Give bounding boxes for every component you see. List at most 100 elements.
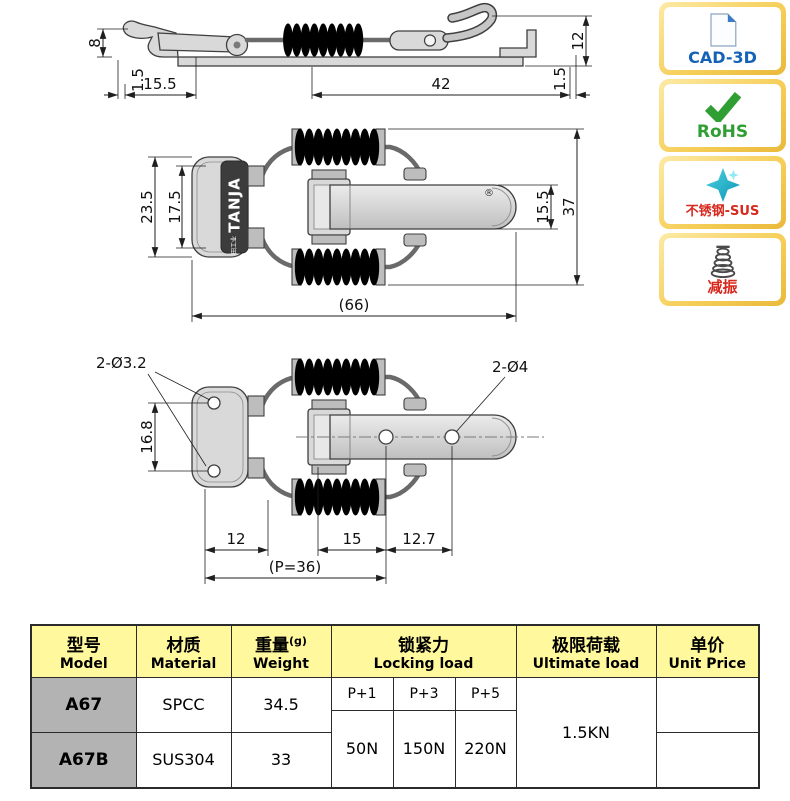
base-plate-inner-edge xyxy=(196,391,244,483)
dim-label-12v: 12 xyxy=(569,31,587,50)
dim-label-pitch: (P=36) xyxy=(269,558,321,576)
latch-side-view: 8 1.5 15.5 42 1.5 12 xyxy=(86,2,592,99)
th-locking-load: 锁紧力 Locking load xyxy=(330,624,517,678)
th-model: 型号 Model xyxy=(30,624,137,678)
badge-cad-3d: CAD-3D xyxy=(659,2,786,75)
cell-material-a67: SPCC xyxy=(135,676,232,733)
th-price-en: Unit Price xyxy=(668,655,746,672)
stainless-star-icon xyxy=(705,167,740,203)
cell-price-a67b xyxy=(655,731,760,789)
badge-label-rohs: RoHS xyxy=(696,122,749,142)
badge-rohs: RoHS xyxy=(659,79,786,152)
lever-body xyxy=(329,184,517,230)
link-eye xyxy=(423,34,437,47)
th-weight-cn: 重量(g) xyxy=(255,634,307,656)
dim-label-right-1-5: 1.5 xyxy=(551,67,569,91)
cell-price-a67 xyxy=(655,676,760,733)
latch-hole-view: 2-Ø3.2 2-Ø4 16.8 12 15 12.7 (P=36) xyxy=(96,354,544,584)
dim-label-12: 12 xyxy=(226,530,245,548)
th-ultimate-load: 极限荷载 Ultimate load xyxy=(515,624,657,678)
th-locking-cn: 锁紧力 xyxy=(398,635,449,656)
th-unit-price: 单价 Unit Price xyxy=(655,624,760,678)
rod-joint-bottom xyxy=(403,233,427,247)
lever-clip-top xyxy=(311,399,347,410)
badge-stainless-sus: 不锈钢-SUS xyxy=(659,156,786,229)
registered-mark: ® xyxy=(484,188,494,199)
dim-label-66: (66) xyxy=(339,296,370,314)
cell-material-a67b: SUS304 xyxy=(135,731,232,789)
th-material-cn: 材质 xyxy=(166,635,201,656)
dim-label-16-8: 16.8 xyxy=(138,420,156,453)
lever-clip-bottom xyxy=(311,234,347,245)
brand-strip xyxy=(220,160,249,254)
mount-bracket xyxy=(499,29,537,58)
cell-locking-value-p5: 220N xyxy=(454,709,517,789)
lever-cap-arc xyxy=(491,187,512,227)
dim-label-23-5: 23.5 xyxy=(138,190,156,223)
base-plate-edge xyxy=(177,56,524,67)
dim-label-12-7: 12.7 xyxy=(402,530,435,548)
brand-logo-text: TANJA xyxy=(226,177,244,232)
spring-coil-bottom xyxy=(294,478,380,516)
th-weight: 重量(g) Weight xyxy=(230,624,332,678)
cell-model-a67: A67 xyxy=(30,676,137,733)
lever-arm xyxy=(157,32,236,53)
hole-callout-right: 2-Ø4 xyxy=(492,358,528,376)
badge-stainless-inner: 不锈钢-SUS xyxy=(664,161,781,224)
rohs-check-icon xyxy=(704,91,741,122)
th-weight-en: Weight xyxy=(253,655,309,672)
badge-cad-3d-inner: CAD-3D xyxy=(664,7,781,70)
cell-model-a67b: A67B xyxy=(30,731,137,789)
pivot-pin xyxy=(233,41,241,49)
dim-label-8: 8 xyxy=(86,38,104,48)
latch-plan-view: TANJA 田工业 ® 23.5 17. xyxy=(138,128,584,322)
hinge-knuckle-top xyxy=(247,165,265,187)
cell-locking-sub-p1: P+1 xyxy=(330,676,394,711)
dim-label-15-5v: 15.5 xyxy=(534,190,552,223)
hole-callout-left: 2-Ø3.2 xyxy=(96,354,147,372)
dim-label-37: 37 xyxy=(560,197,578,216)
mount-hole-bottom xyxy=(207,464,221,478)
cell-weight-a67: 34.5 xyxy=(230,676,332,733)
damping-spring-icon xyxy=(710,245,735,278)
brand-sub-text: 田工业 xyxy=(230,236,238,254)
spring-coil-bottom xyxy=(294,248,380,286)
lever-clip-bottom xyxy=(311,464,347,475)
th-weight-unit: (g) xyxy=(289,634,307,648)
th-model-cn: 型号 xyxy=(66,635,101,656)
rod-joint-bottom xyxy=(403,463,427,477)
badge-label-stainless: 不锈钢-SUS xyxy=(685,204,760,219)
spring-coil-top xyxy=(294,358,380,396)
th-material-en: Material xyxy=(150,655,217,672)
cell-locking-sub-p3: P+3 xyxy=(392,676,456,711)
badge-rohs-inner: RoHS xyxy=(664,84,781,147)
cell-locking-sub-p5: P+5 xyxy=(454,676,517,711)
badge-damping: 减振 xyxy=(659,233,786,306)
spec-table: 型号 Model 材质 Material 重量(g) Weight 锁紧力 Lo… xyxy=(30,624,760,789)
rod-joint-top xyxy=(403,397,427,411)
cell-weight-a67b: 33 xyxy=(230,731,332,789)
badge-label-damping: 减振 xyxy=(707,278,738,296)
lever-hole-1 xyxy=(378,429,394,445)
th-ultimate-en: Ultimate load xyxy=(532,655,640,672)
mount-hole-top xyxy=(207,396,221,410)
technical-drawing: 8 1.5 15.5 42 1.5 12 TANJA 田工业 xyxy=(86,2,592,584)
link-plate xyxy=(389,30,449,51)
badge-label-cad-3d: CAD-3D xyxy=(688,47,757,67)
dim-label-left-1-5: 1.5 xyxy=(129,68,147,92)
rod-joint-top xyxy=(403,167,427,181)
spring-coil xyxy=(283,23,364,57)
dim-label-42: 42 xyxy=(431,75,450,93)
cell-locking-value-p1: 50N xyxy=(330,709,394,789)
cell-ultimate-load: 1.5KN xyxy=(515,676,657,789)
base-plate xyxy=(191,386,249,488)
th-ultimate-cn: 极限荷载 xyxy=(552,635,620,656)
dim-label-15: 15 xyxy=(342,530,361,548)
dim-label-17-5: 17.5 xyxy=(166,190,184,223)
hinge-knuckle-bottom xyxy=(247,227,265,249)
dim-label-15-5: 15.5 xyxy=(143,75,176,93)
th-model-en: Model xyxy=(59,655,108,672)
lever-clip-top xyxy=(311,169,347,180)
cell-locking-value-p3: 150N xyxy=(392,709,456,789)
